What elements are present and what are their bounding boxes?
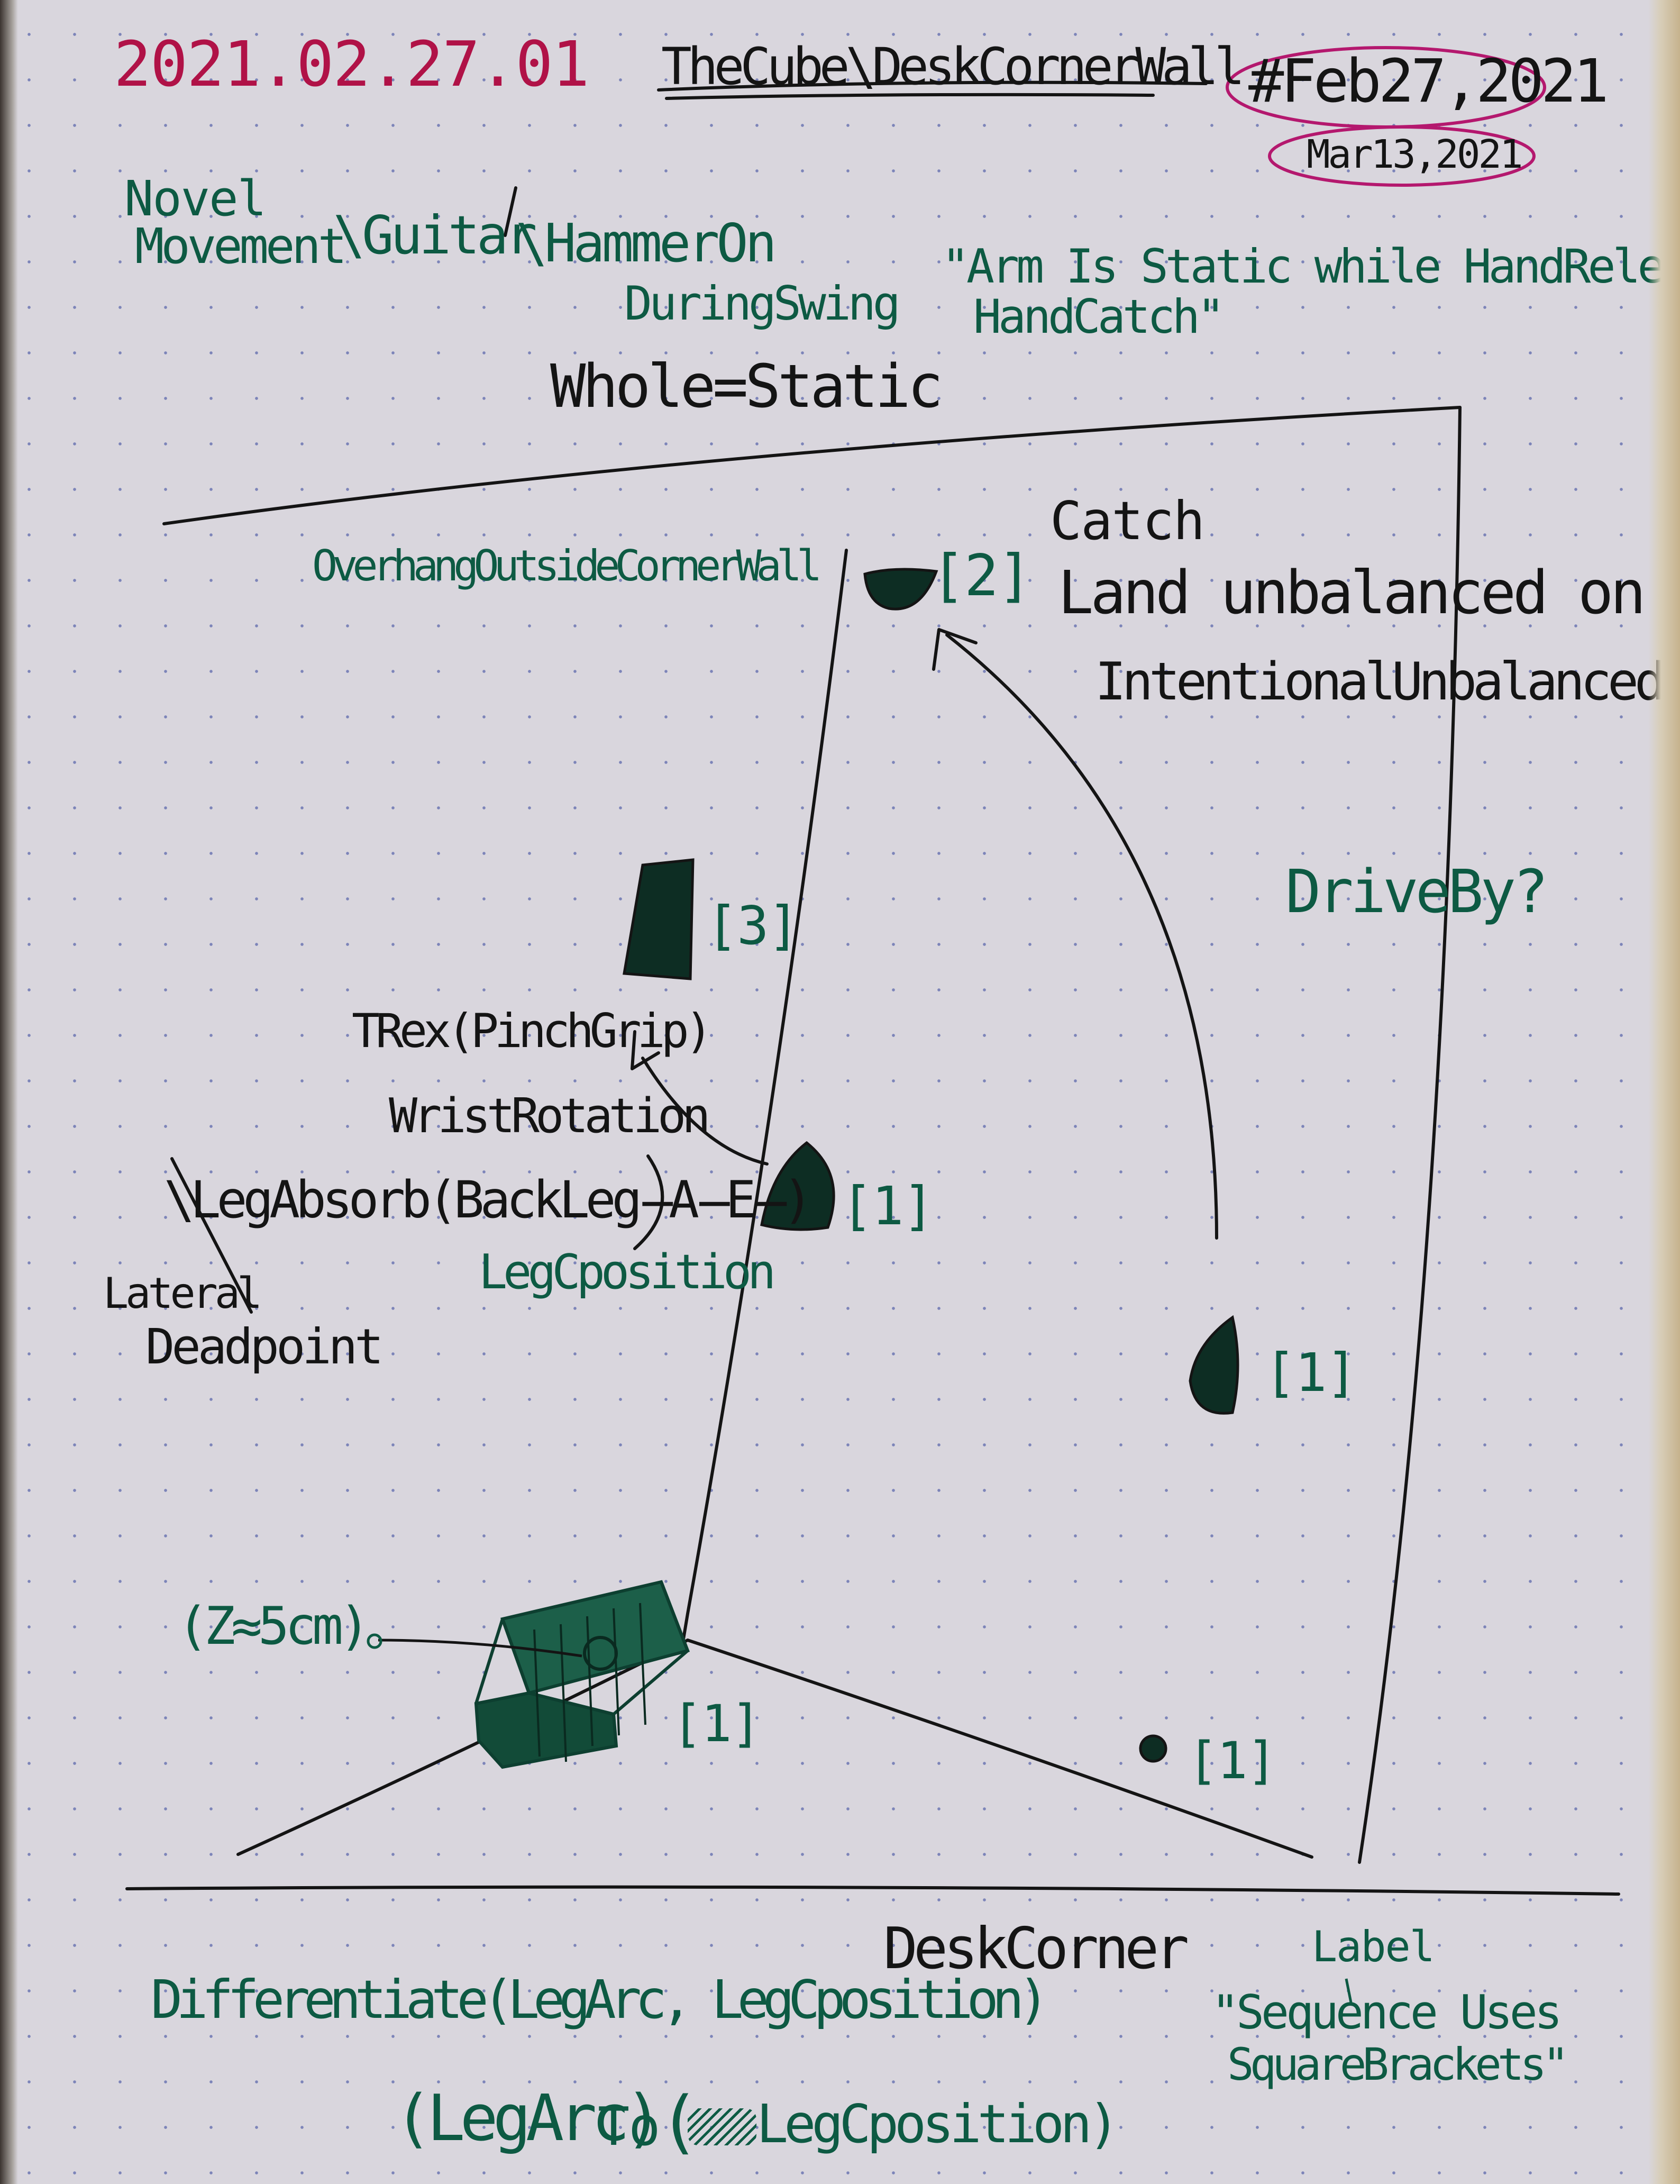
note-movement: Movement xyxy=(135,218,347,275)
hold-1-right-shape xyxy=(1189,1315,1239,1415)
hold-1-floor-shape xyxy=(1139,1734,1167,1763)
note-quote-arm: "Arm Is Static while HandRelease then xyxy=(942,239,1680,294)
brace-mark xyxy=(504,186,517,237)
note-leg-absorb: \LegAbsorb(BackLeg̶A̶E̶) xyxy=(164,1170,813,1230)
date-circle xyxy=(1268,125,1536,187)
note-leg-cposition-bottom: LegCposition) xyxy=(756,2093,1120,2155)
note-scribble xyxy=(688,2108,756,2145)
depth-pointer-dot xyxy=(367,1633,382,1649)
note-catch: Catch xyxy=(1050,490,1205,552)
page-title: TheCube\DeskCornerWall xyxy=(661,37,1245,96)
hold-label-1-mid: [1] xyxy=(841,1175,935,1237)
note-trex: TRex(PinchGrip) xyxy=(352,1004,713,1058)
note-z-depth: (Z≈5cm) xyxy=(177,1596,370,1657)
hold-label-1-right: [1] xyxy=(1264,1342,1358,1404)
note-novel: Novel xyxy=(124,170,267,227)
arrow-move-to-3 xyxy=(641,1057,769,1166)
note-label: Label xyxy=(1312,1922,1435,1971)
cube-hold xyxy=(474,1580,690,1769)
title-underline xyxy=(657,80,1208,92)
note-guitar: \Guitar xyxy=(333,204,537,266)
hold-2-shape xyxy=(863,568,938,611)
wall-right-edge xyxy=(1358,406,1462,1864)
note-lateral: Lateral xyxy=(103,1269,262,1318)
arrow-head xyxy=(932,628,978,671)
note-deadpoint: Deadpoint xyxy=(145,1318,384,1375)
note-desk-corner: DeskCorner xyxy=(883,1916,1189,1982)
note-sequence: "Sequence Uses xyxy=(1211,1985,1563,2040)
note-leg-arc: (LegArc) xyxy=(394,2082,663,2155)
arrow-head xyxy=(631,1030,660,1070)
desk-edge-line xyxy=(125,1885,1620,1896)
hold-label-1-floor: [1] xyxy=(1188,1731,1277,1790)
wall-corner-edge xyxy=(681,549,848,1647)
note-quote-handcatch: HandCatch" xyxy=(973,289,1225,344)
note-id: 2021.02.27.01 xyxy=(114,28,590,101)
hold-1-mid-shape xyxy=(760,1141,835,1231)
hold-label-3: [3] xyxy=(706,895,800,957)
wall-base-left xyxy=(236,1639,689,1856)
note-to: To xyxy=(598,2096,660,2158)
note-wrist-rotation: WristRotation xyxy=(389,1088,710,1144)
hold-3-shape xyxy=(623,858,695,980)
note-drive-by: DriveBy? xyxy=(1285,858,1548,926)
note-hammer-on: \HammerOn xyxy=(516,212,777,274)
title-underline xyxy=(665,93,1155,100)
arrow-move-to-2 xyxy=(945,633,1218,1240)
wall-top-edge xyxy=(162,406,1462,525)
note-land-unbalanced: Land unbalanced on Purpose xyxy=(1058,559,1680,627)
date-secondary: Mar13,2021 xyxy=(1307,132,1523,177)
slash-mark xyxy=(170,1157,253,1314)
note-whole-static: Whole=Static xyxy=(550,352,943,421)
note-square-brackets: SquareBrackets" xyxy=(1227,2039,1569,2090)
note-during-swing: DuringSwing xyxy=(624,276,901,331)
date-primary: #Feb27,2021 xyxy=(1248,47,1609,116)
note-intentional: IntentionalUnbalanced xyxy=(1095,652,1666,712)
label-arrow xyxy=(1345,1978,1353,2006)
wall-base-right xyxy=(686,1639,1313,1859)
depth-pointer xyxy=(378,1639,582,1658)
hold-label-2: [2] xyxy=(931,543,1032,609)
hold-label-1-cube: [1] xyxy=(672,1694,761,1753)
note-overhang: OverhangOutsideCornerWall xyxy=(312,541,822,590)
note-differentiate: Differentiate(LegArc, LegCposition) xyxy=(151,1969,1049,2031)
paren-curve xyxy=(633,1154,664,1250)
note-leg-cposition: LegCposition xyxy=(479,1244,776,1300)
